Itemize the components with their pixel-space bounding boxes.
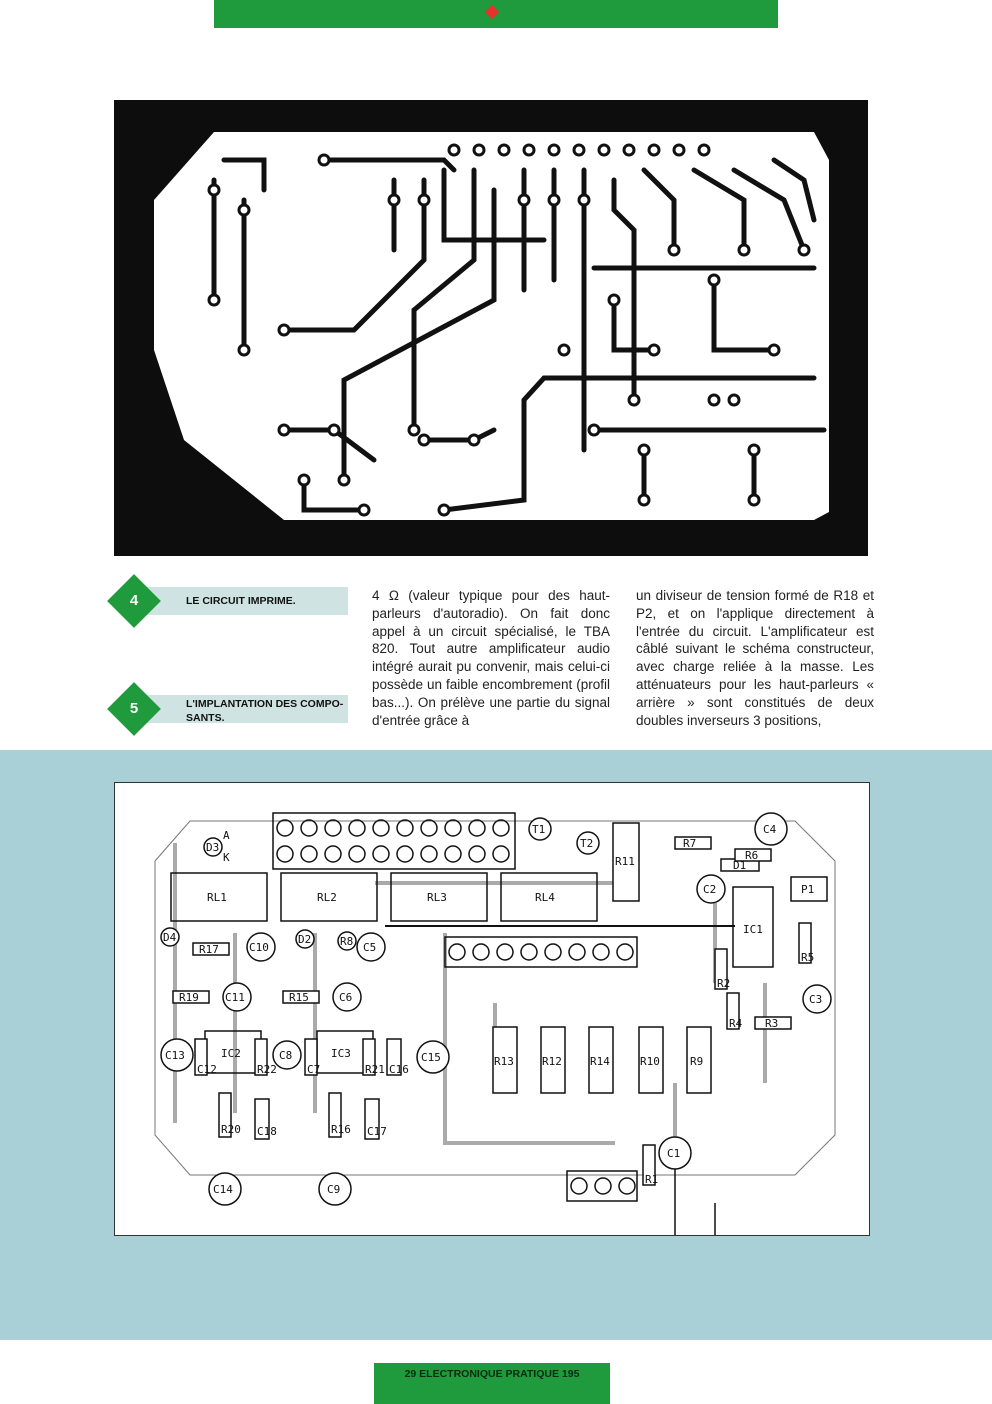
ic-label: IC3: [331, 1047, 351, 1060]
resistor-label: R1: [645, 1173, 658, 1186]
capacitor-label: C16: [389, 1063, 409, 1076]
component-layout-drawing: RL1 RL2 RL3 RL4 IC1 IC2 IC3 T1 T2 D1 D2: [154, 812, 836, 1319]
capacitor-label: C3: [809, 993, 822, 1006]
resistor-label: R13: [494, 1055, 514, 1068]
ic-label: IC2: [221, 1047, 241, 1060]
capacitor-label: C9: [327, 1183, 340, 1196]
capacitor-label: C2: [703, 883, 716, 896]
capacitor-label: C8: [279, 1049, 292, 1062]
caption-5-line2: SANTS.: [186, 712, 225, 724]
resistor-label: R8: [340, 935, 353, 948]
potentiometer-label: P1: [801, 883, 814, 896]
page-footer: 29 ELECTRONIQUE PRATIQUE 195: [374, 1363, 610, 1404]
caption-5-number: 5: [129, 700, 139, 717]
ic-label: IC1: [743, 923, 763, 936]
resistor-label: R20: [221, 1123, 241, 1136]
capacitor-label: C7: [307, 1063, 320, 1076]
transistor-label: T1: [532, 823, 545, 836]
resistor-label: R12: [542, 1055, 562, 1068]
resistor-label: R22: [257, 1063, 277, 1076]
capacitor-label: C1: [667, 1147, 680, 1160]
resistor-label: R7: [683, 837, 696, 850]
caption-4-text: LE CIRCUIT IMPRIME.: [186, 595, 296, 607]
transistor-label: T2: [580, 837, 593, 850]
component-layout-panel: RL1 RL2 RL3 RL4 IC1 IC2 IC3 T1 T2 D1 D2: [0, 750, 992, 1340]
diode-pin-label: K: [223, 851, 230, 864]
body-column-2: un diviseur de tension formé de R18 et P…: [636, 587, 874, 729]
resistor-label: R9: [690, 1055, 703, 1068]
capacitor-label: C4: [763, 823, 777, 836]
capacitor-label: C18: [257, 1125, 277, 1138]
footer-text: 29 ELECTRONIQUE PRATIQUE 195: [404, 1368, 580, 1380]
red-diamond-icon: [484, 4, 500, 20]
caption-5-line1: L'IMPLANTATION DES COMPO-: [186, 698, 344, 710]
resistor-label: R2: [717, 977, 730, 990]
diode-label: D1: [733, 859, 746, 872]
caption-4-number: 4: [129, 592, 139, 609]
diode-label: D3: [206, 841, 219, 854]
printed-circuit-figure: [114, 100, 868, 556]
capacitor-label: C6: [339, 991, 352, 1004]
resistor-label: R15: [289, 991, 309, 1004]
pcb-artwork: [154, 132, 829, 520]
resistor-label: R19: [179, 991, 199, 1004]
capacitor-label: C11: [225, 991, 245, 1004]
body-paragraph-2: un diviseur de tension formé de R18 et P…: [636, 588, 874, 728]
resistor-label: R4: [729, 1017, 743, 1030]
resistor-label: R14: [590, 1055, 610, 1068]
resistor-label: R6: [745, 849, 758, 862]
body-paragraph-1: 4 Ω (valeur typique pour des haut-parleu…: [372, 588, 610, 728]
resistor-label: R10: [640, 1055, 660, 1068]
relay-label: RL4: [535, 891, 555, 904]
caption-4: LE CIRCUIT IMPRIME.: [130, 587, 348, 615]
caption-5: L'IMPLANTATION DES COMPO- SANTS.: [130, 695, 348, 724]
diode-pin-label: A: [223, 829, 230, 842]
relay-label: RL2: [317, 891, 337, 904]
relay-label: RL1: [207, 891, 227, 904]
capacitor-label: C15: [421, 1051, 441, 1064]
capacitor-label: C12: [197, 1063, 217, 1076]
resistor-label: R17: [199, 943, 219, 956]
resistor-label: R5: [801, 951, 814, 964]
diode-label: D2: [298, 933, 311, 946]
resistor-label: R21: [365, 1063, 385, 1076]
top-color-bar: [214, 0, 778, 28]
body-column-1: 4 Ω (valeur typique pour des haut-parleu…: [372, 587, 610, 729]
resistor-label: R11: [615, 855, 635, 868]
component-layout-sheet: RL1 RL2 RL3 RL4 IC1 IC2 IC3 T1 T2 D1 D2: [114, 782, 870, 1319]
capacitor-label: C13: [165, 1049, 185, 1062]
relay-label: RL3: [427, 891, 447, 904]
capacitor-label: C17: [367, 1125, 387, 1138]
capacitor-label: C10: [249, 941, 269, 954]
capacitor-label: C14: [213, 1183, 233, 1196]
diode-label: D4: [163, 931, 177, 944]
resistor-label: R16: [331, 1123, 351, 1136]
capacitor-label: C5: [363, 941, 376, 954]
resistor-label: R3: [765, 1017, 778, 1030]
